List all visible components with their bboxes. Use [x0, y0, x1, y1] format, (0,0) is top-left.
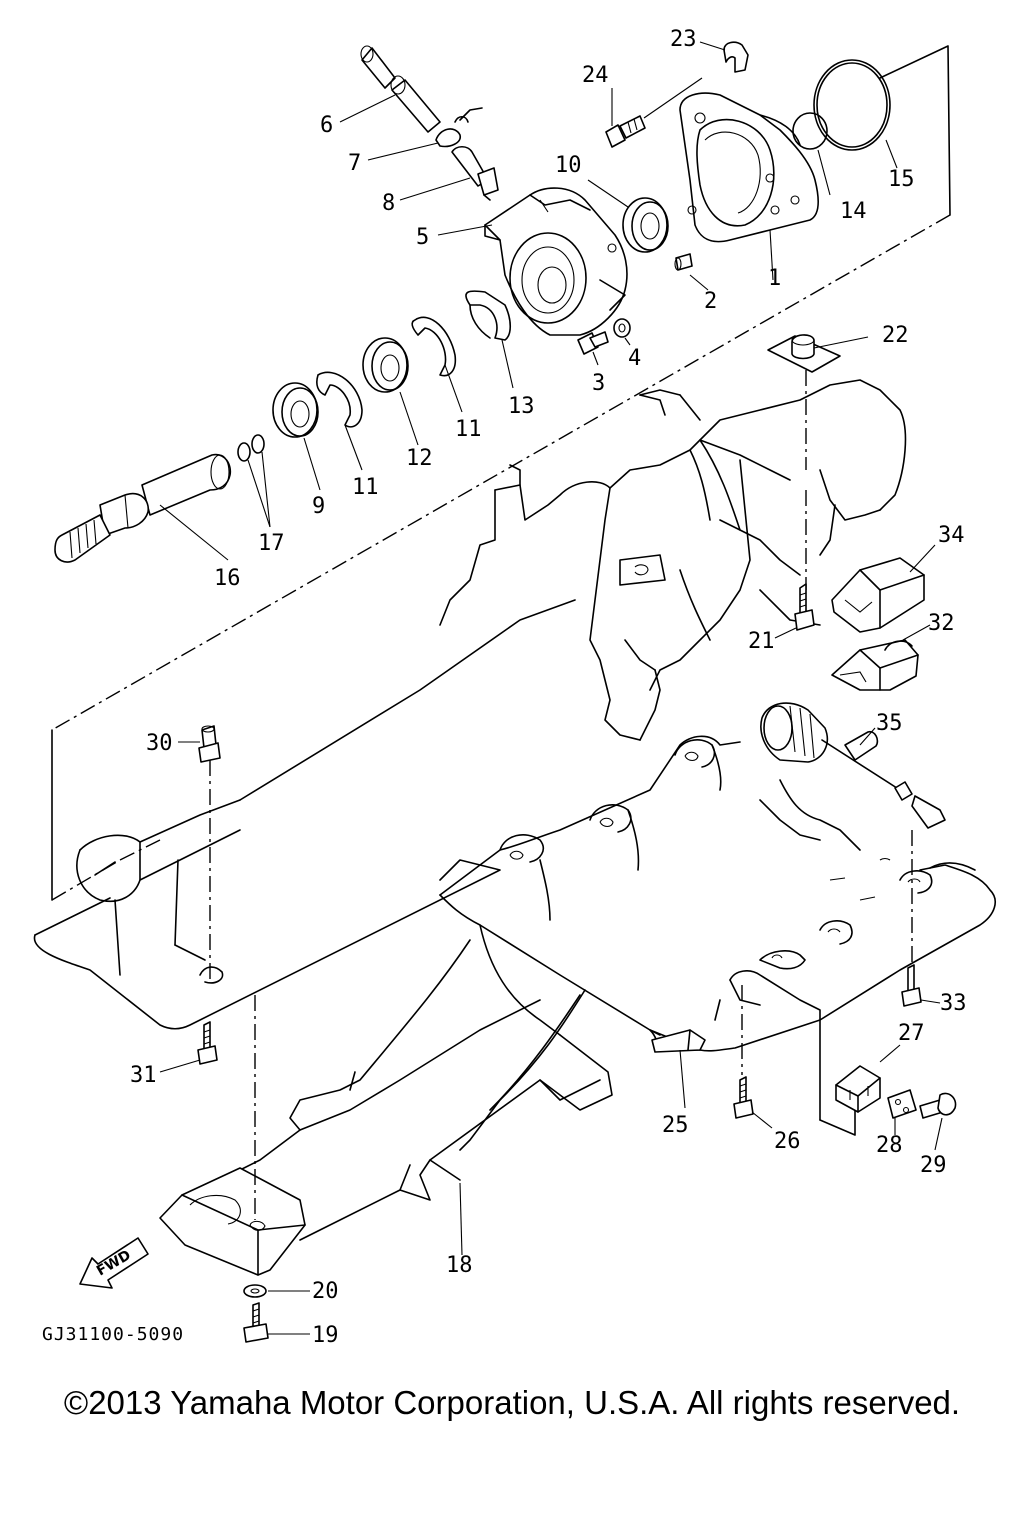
cover-34 — [831, 557, 925, 633]
bolt-33 — [901, 964, 922, 1007]
callout-32: 32 — [928, 611, 955, 636]
callout-18: 18 — [446, 1253, 473, 1278]
washer-4 — [613, 318, 631, 338]
block-27 — [835, 1065, 881, 1113]
mount-block — [159, 1167, 306, 1276]
callout-26: 26 — [774, 1129, 801, 1154]
washer-20 — [243, 1284, 267, 1298]
callout-21: 21 — [748, 629, 775, 654]
circlip-13 — [465, 290, 512, 341]
callout-14: 14 — [840, 199, 867, 224]
clamp-7 — [435, 107, 483, 148]
callout-4: 4 — [628, 346, 641, 371]
centerlines — [119, 370, 913, 1220]
callout-9: 9 — [312, 494, 325, 519]
callout-11a: 11 — [352, 475, 379, 500]
bearing-9 — [272, 382, 319, 438]
bolt-3 — [577, 331, 609, 355]
bearing-cover — [679, 92, 820, 243]
callout-22: 22 — [882, 323, 909, 348]
callout-27: 27 — [898, 1021, 925, 1046]
plate-25 — [651, 1029, 706, 1053]
bolt-24 — [605, 115, 646, 148]
callout-16: 16 — [214, 566, 241, 591]
callout-25: 25 — [662, 1113, 689, 1138]
dowel-pin-2 — [674, 253, 693, 271]
holder-32 — [831, 639, 919, 691]
leader-lines — [159, 41, 943, 1335]
callout-3: 3 — [592, 371, 605, 396]
callout-35: 35 — [876, 711, 903, 736]
shaft-16 — [54, 453, 232, 563]
callout-10: 10 — [555, 153, 582, 178]
fitting-8 — [451, 145, 499, 201]
callout-17: 17 — [258, 531, 285, 556]
oring-14 — [792, 112, 828, 150]
callout-20: 20 — [312, 1279, 339, 1304]
callout-30: 30 — [146, 731, 173, 756]
bolt-29 — [919, 1092, 957, 1119]
plate-28 — [887, 1089, 917, 1119]
oring-15 — [813, 59, 891, 151]
callout-2: 2 — [704, 289, 717, 314]
callout-12: 12 — [406, 446, 433, 471]
callout-19: 19 — [312, 1323, 339, 1348]
bottom-bracket — [239, 939, 613, 1241]
callout-34: 34 — [938, 523, 965, 548]
bolt-26 — [733, 1076, 754, 1119]
bolt-30 — [198, 725, 221, 763]
bolt-31 — [197, 1021, 218, 1065]
bearing-12 — [362, 337, 409, 393]
callout-6: 6 — [320, 113, 333, 138]
callout-29: 29 — [920, 1153, 947, 1178]
hose-6 — [360, 45, 441, 133]
bolt-21 — [794, 583, 815, 631]
drawing-code: GJ31100-5090 — [42, 1324, 184, 1345]
callout-13: 13 — [508, 394, 535, 419]
callout-24: 24 — [582, 63, 609, 88]
callout-23: 23 — [670, 27, 697, 52]
forward-arrow-icon: FWD — [79, 1237, 149, 1289]
callout-7: 7 — [348, 151, 361, 176]
callout-numbers: 1 2 3 4 5 6 7 8 9 10 11 11 12 13 14 15 1… — [130, 27, 967, 1348]
plug-22 — [767, 334, 841, 373]
callout-1: 1 — [768, 266, 781, 291]
callout-31: 31 — [130, 1063, 157, 1088]
callout-15: 15 — [888, 167, 915, 192]
callout-11b: 11 — [455, 417, 482, 442]
callout-33: 33 — [940, 991, 967, 1016]
circlip-11a — [411, 316, 457, 377]
callout-28: 28 — [876, 1133, 903, 1158]
hull-upper — [33, 379, 907, 1030]
copyright-notice: ©2013 Yamaha Motor Corporation, U.S.A. A… — [63, 1384, 961, 1421]
bearing-10 — [622, 197, 669, 253]
sensor-35 — [760, 702, 946, 829]
bolt-19 — [243, 1302, 269, 1343]
circlip-11b — [316, 371, 363, 428]
orings-17 — [237, 434, 265, 462]
clip-23 — [723, 41, 749, 73]
hull-lower — [439, 735, 996, 1136]
callout-5: 5 — [416, 225, 429, 250]
bearing-housing-5 — [484, 187, 628, 336]
callout-8: 8 — [382, 191, 395, 216]
